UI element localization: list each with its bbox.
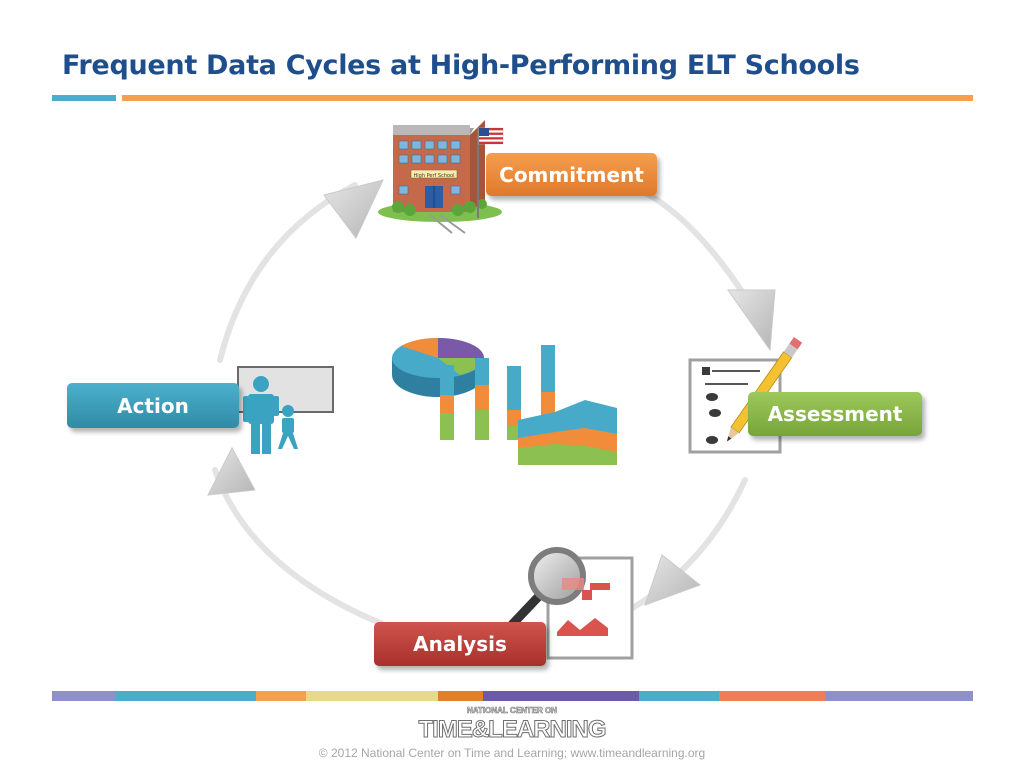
footer-stripe [483,691,639,701]
data-charts-icon [392,337,617,465]
footer-stripe [825,691,973,701]
cycle-arrowheads [207,179,776,606]
footer-stripe [639,691,719,701]
logo-top-text: NATIONAL CENTER ON [467,706,557,715]
area-icon [518,400,617,465]
footer-stripe [52,691,116,701]
building-sign-text: High Perf School [414,173,455,179]
commitment-node: Commitment [486,153,657,196]
ncetl-logo: NATIONAL CENTER ON TIME&LEARNING [418,706,607,742]
footer-stripe [438,691,483,701]
checklist-pencil-icon [688,337,803,454]
arrowhead-top [323,179,384,239]
title-rule-blue [52,95,116,101]
arrowhead-bottom [644,554,702,606]
footer-stripe [256,691,306,701]
assessment-node: Assessment [748,392,922,436]
copyright-text: © 2012 National Center on Time and Learn… [318,746,706,760]
school-building-icon: High Perf School [378,120,504,234]
footer-stripe [719,691,825,701]
slide-title: Frequent Data Cycles at High-Performing … [62,50,860,81]
logo-main-text: TIME&LEARNING [419,716,606,742]
arrowhead-right [727,289,776,352]
footer-stripe [116,691,256,701]
arrowhead-left [207,446,256,496]
analysis-node: Analysis [374,622,546,666]
footer-stripes [52,691,973,701]
us-flag-icon [478,127,504,145]
pie-icon [392,337,484,397]
title-rule-orange [122,95,973,101]
footer-stripe [306,691,438,701]
teacher-student-icon [237,366,334,454]
action-node: Action [67,383,239,428]
